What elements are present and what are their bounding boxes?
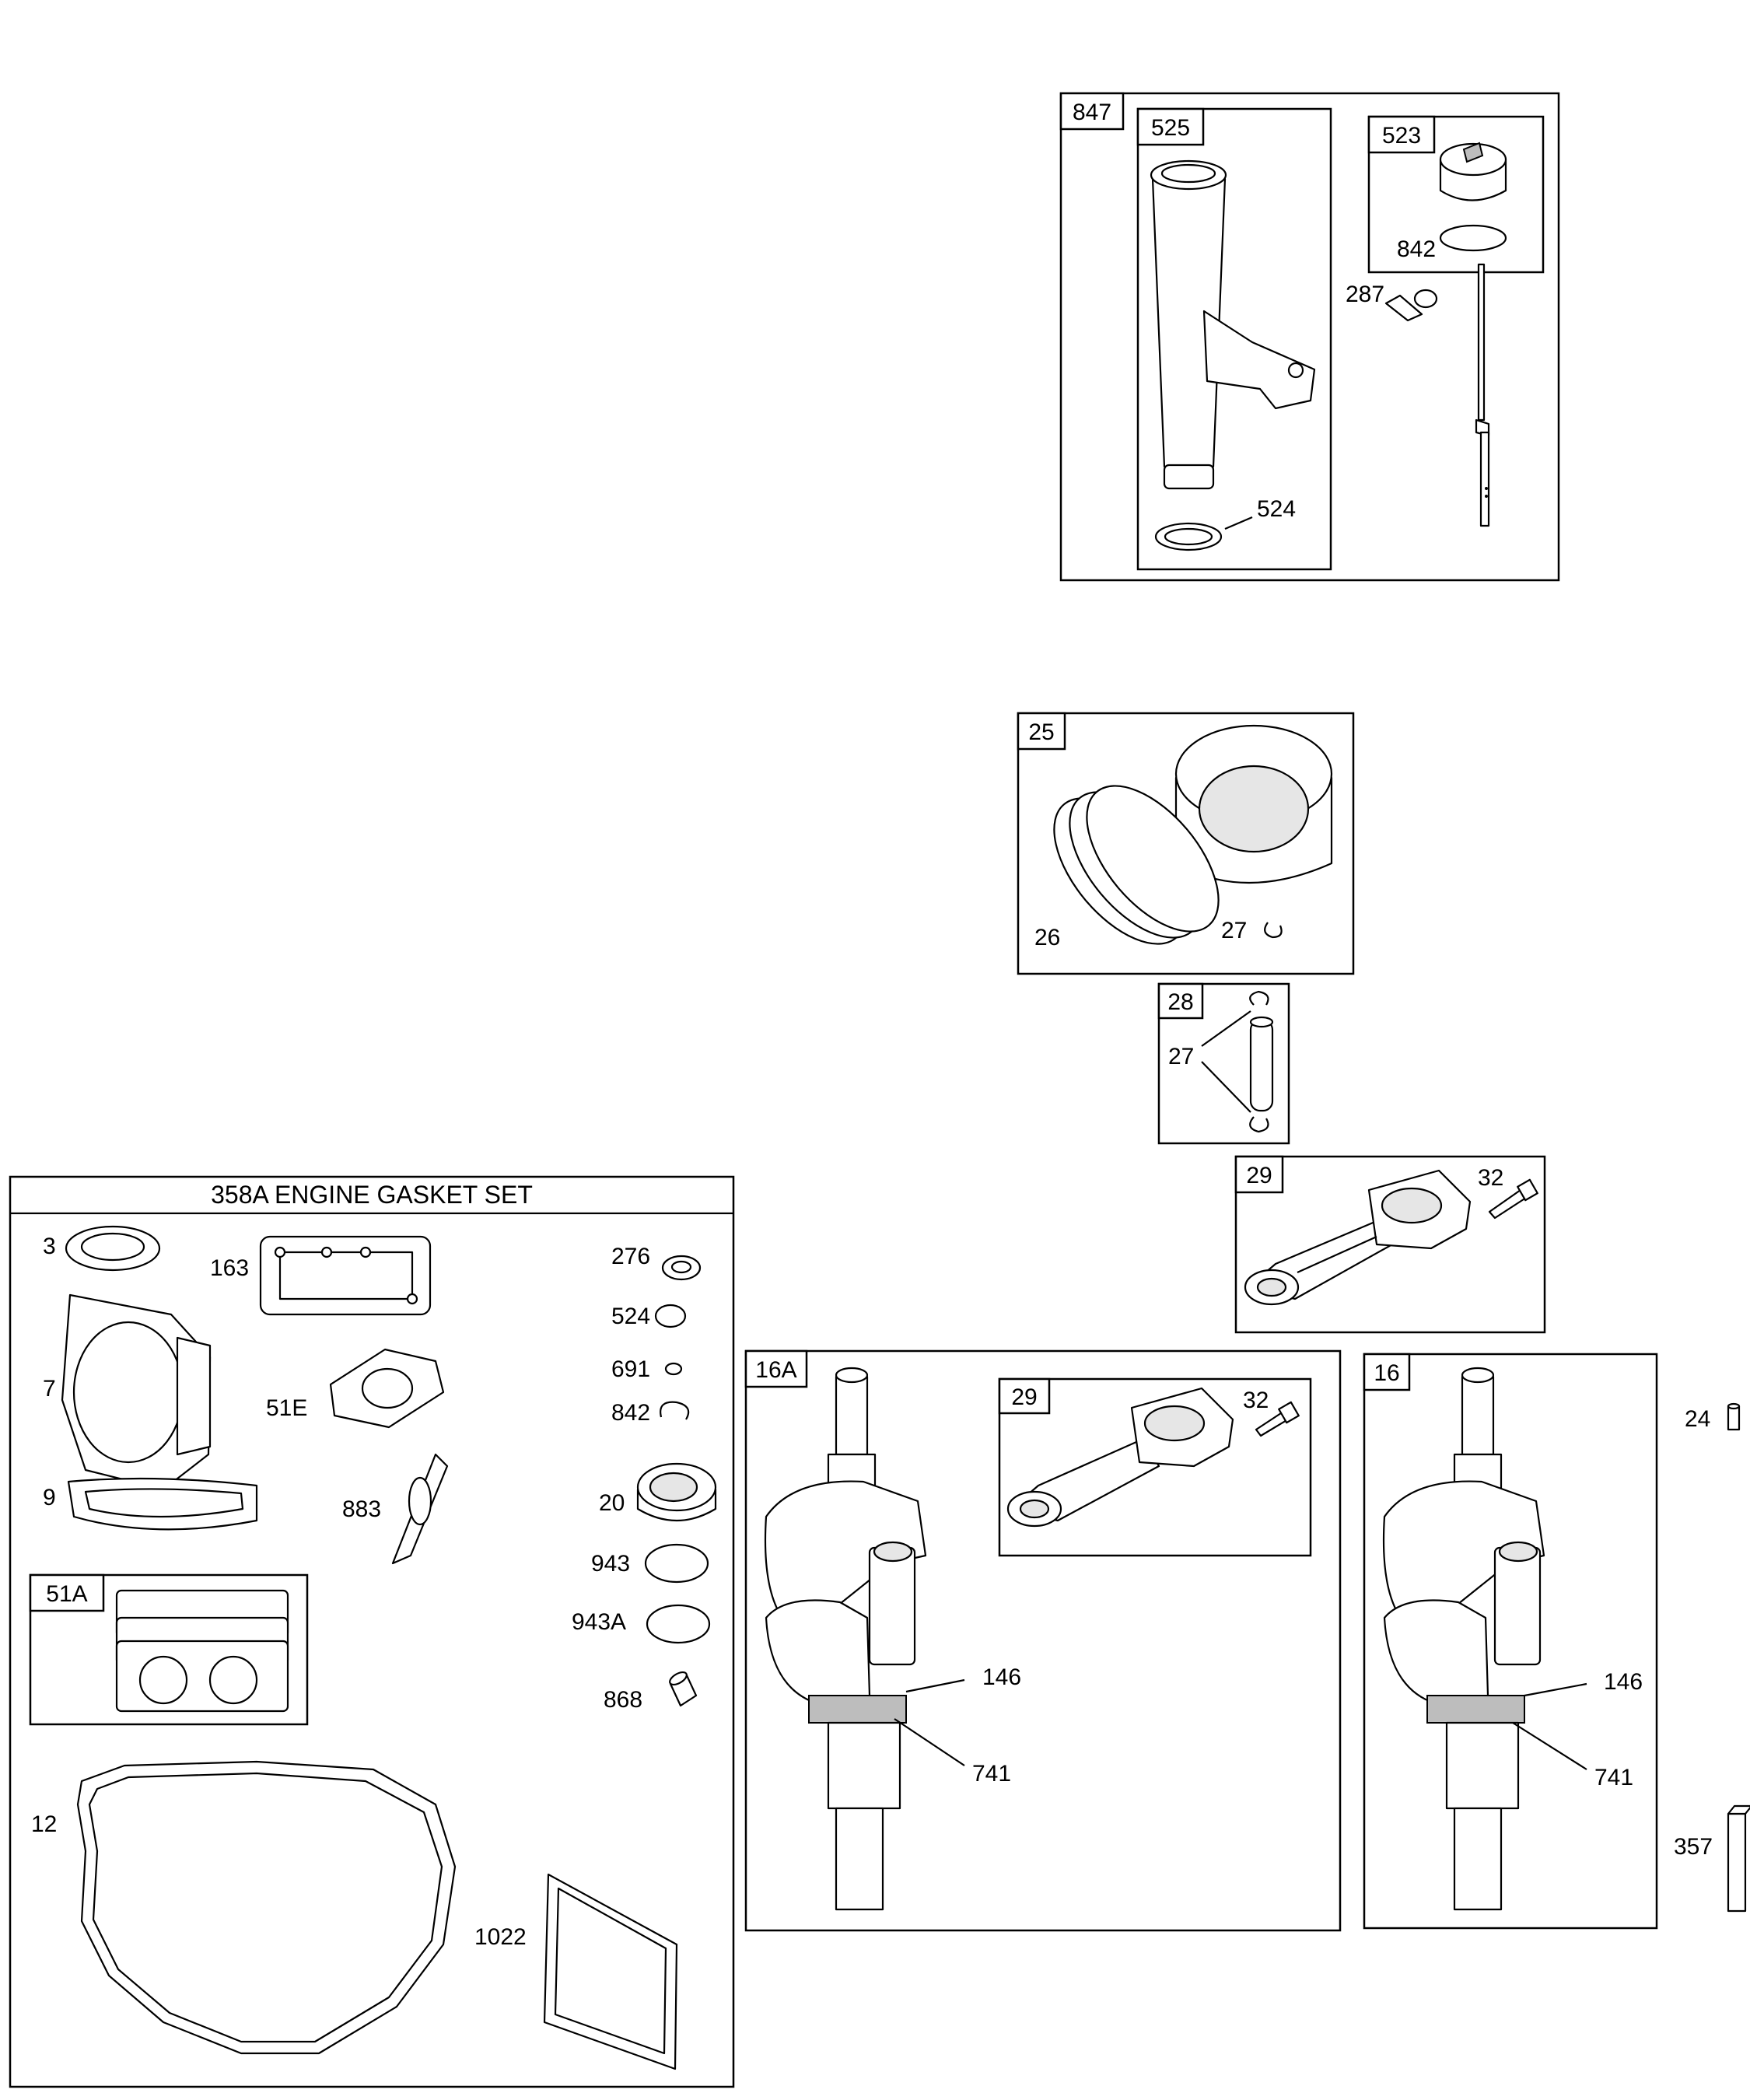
label-12: 12	[31, 1811, 57, 1837]
screw-287	[1384, 289, 1438, 322]
kit-28: 28 27	[1157, 982, 1290, 1145]
kit-16: 16 146 741	[1363, 1353, 1658, 1930]
kit-16A-29-box	[998, 1377, 1312, 1557]
label-524-set: 524	[611, 1304, 650, 1329]
gasket-1022	[543, 1873, 678, 2070]
label-26-rings: 26	[1034, 925, 1060, 950]
label-3: 3	[43, 1234, 56, 1259]
label-287-screw: 287	[1346, 282, 1384, 307]
gaskets-51A	[115, 1589, 289, 1713]
bolt-32-16A	[1255, 1401, 1300, 1437]
label-20: 20	[599, 1490, 625, 1516]
head-gasket-7	[61, 1293, 212, 1491]
label-943: 943	[591, 1551, 630, 1577]
dipstick	[1439, 142, 1507, 527]
piston	[1174, 724, 1333, 884]
label-51E: 51E	[266, 1395, 307, 1421]
clip-842	[660, 1401, 690, 1420]
gasket-9	[67, 1477, 258, 1531]
label-146-16: 146	[1604, 1669, 1643, 1695]
bearing-20	[636, 1462, 717, 1521]
crankshaft-16	[1382, 1367, 1545, 1911]
kit-523-tag: 523	[1382, 123, 1421, 149]
label-7: 7	[43, 1376, 56, 1402]
label-842-set: 842	[611, 1400, 650, 1426]
key-24	[1727, 1402, 1741, 1431]
label-27-clip: 27	[1221, 918, 1247, 943]
kit-847: 847 525 524 523	[1059, 92, 1560, 582]
crankshaft-16A	[764, 1367, 927, 1911]
oil-fill-tube	[1150, 159, 1316, 551]
oring-943A	[646, 1604, 711, 1644]
kit-29-top: 29 32	[1234, 1155, 1546, 1334]
kit-25-tag: 25	[1028, 719, 1054, 745]
label-32-16A: 32	[1243, 1388, 1269, 1413]
key-357	[1727, 1804, 1750, 1913]
kit-25: 25 26 27	[1017, 712, 1355, 975]
gasket-883	[391, 1453, 449, 1565]
circlip-27	[1264, 922, 1283, 939]
label-357: 357	[1674, 1834, 1713, 1860]
gasket-set-358A: 358A ENGINE GASKET SET 3 163 7 51E	[9, 1175, 735, 2088]
label-842-seal: 842	[1397, 236, 1436, 262]
label-276: 276	[611, 1244, 650, 1269]
seal-276	[661, 1255, 702, 1281]
plug-868	[669, 1671, 698, 1707]
gasket-51E	[329, 1348, 445, 1429]
gasket-12	[76, 1760, 457, 2055]
gasket-163	[259, 1235, 432, 1316]
kit-847-tag: 847	[1073, 100, 1111, 125]
kit-16A: 16A 146 741 29	[744, 1349, 1342, 1932]
connecting-rod-top	[1244, 1169, 1472, 1306]
piston-rings	[1053, 785, 1220, 945]
seal-3	[65, 1225, 161, 1272]
gasket-set-title: 358A ENGINE GASKET SET	[211, 1181, 533, 1209]
label-691: 691	[611, 1356, 650, 1382]
label-741-16A: 741	[972, 1761, 1011, 1787]
kit-51A-box	[29, 1573, 309, 1726]
label-883: 883	[342, 1496, 381, 1522]
oring-524	[654, 1304, 687, 1328]
kit-16A-29-tag: 29	[1011, 1384, 1037, 1410]
kit-525-tag: 525	[1151, 115, 1190, 141]
label-868: 868	[604, 1687, 642, 1713]
kit-28-tag: 28	[1167, 989, 1193, 1015]
label-163: 163	[210, 1255, 249, 1281]
label-741-16: 741	[1594, 1765, 1633, 1790]
kit-29-top-tag: 29	[1246, 1163, 1272, 1188]
oring-943	[644, 1543, 709, 1584]
label-146-16A: 146	[982, 1664, 1021, 1690]
label-524-oring: 524	[1257, 496, 1296, 522]
label-32-top: 32	[1478, 1165, 1503, 1191]
label-27-clips: 27	[1168, 1044, 1194, 1069]
bolt-32-top	[1488, 1178, 1538, 1220]
label-943A: 943A	[572, 1609, 626, 1635]
label-9: 9	[43, 1485, 56, 1510]
wrist-pin	[1249, 1016, 1274, 1112]
connecting-rod-16A	[1006, 1387, 1234, 1528]
seal-691	[664, 1362, 683, 1376]
kit-51A-tag: 51A	[46, 1581, 87, 1607]
label-1022: 1022	[474, 1924, 527, 1950]
kit-16A-tag: 16A	[755, 1357, 796, 1383]
kit-16-tag: 16	[1374, 1360, 1399, 1386]
label-24: 24	[1685, 1406, 1710, 1432]
